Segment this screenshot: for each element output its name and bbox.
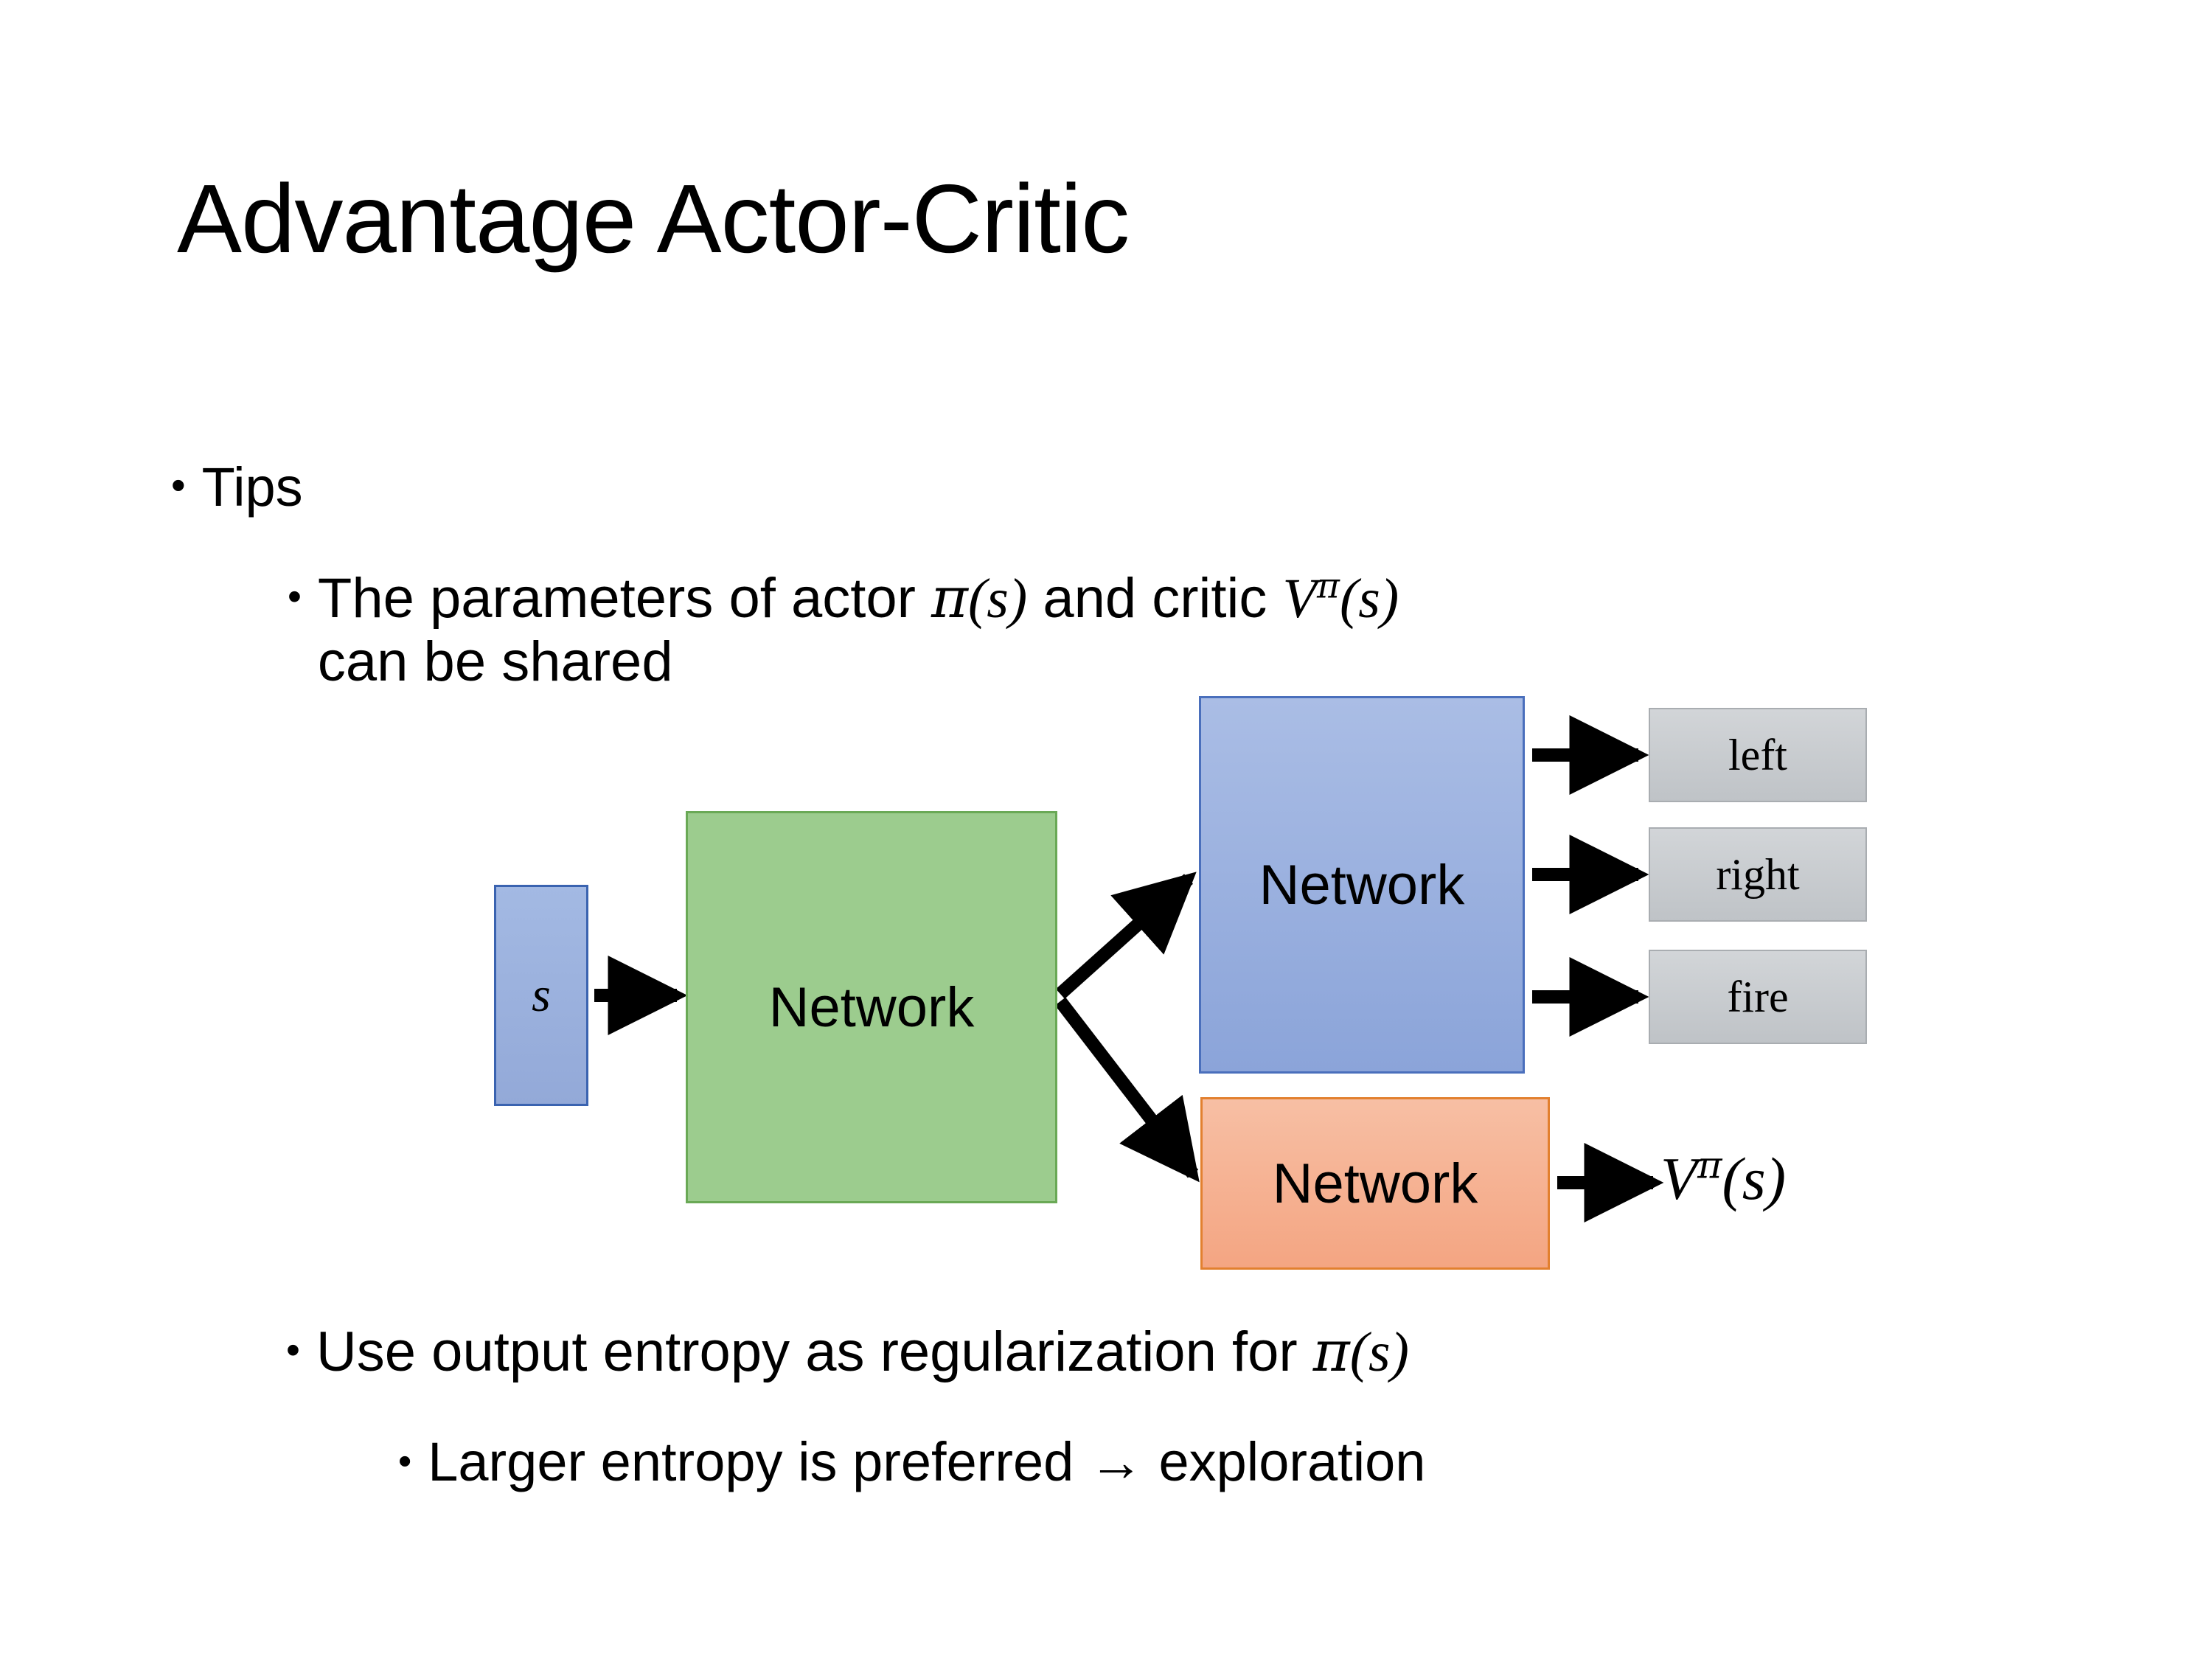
params-middle: and critic — [1027, 567, 1283, 630]
bullet-dot-icon: • — [288, 574, 302, 619]
bullet-dot-icon: • — [171, 462, 186, 508]
arrow-shared-to-critic — [1054, 997, 1200, 1183]
shared-network-label: Network — [768, 975, 975, 1039]
params-prefix: The parameters of actor — [317, 567, 932, 630]
critic-v-math: Vπ(s) — [1282, 566, 1399, 630]
entropy-pi-math: π(s) — [1312, 1318, 1409, 1384]
entropy-prefix: Use output entropy as regularization for — [316, 1321, 1313, 1383]
bullet-entropy-text: Use output entropy as regularization for… — [316, 1320, 1409, 1384]
bullet-larger-entropy-label: Larger entropy is preferred → exploratio… — [428, 1431, 1426, 1492]
bullet-dot-icon: • — [398, 1440, 412, 1483]
critic-network-box: Network — [1200, 1097, 1550, 1270]
state-input-label: s — [532, 968, 551, 1022]
actor-network-box: Network — [1199, 696, 1525, 1074]
bullet-shared-parameters: • The parameters of actor π(s) and criti… — [288, 566, 2020, 693]
action-box-fire: fire — [1649, 950, 1867, 1044]
bullet-dot-icon: • — [286, 1328, 300, 1372]
shared-network-box: Network — [686, 811, 1057, 1203]
bullet-larger-entropy: • Larger entropy is preferred → explorat… — [398, 1431, 1426, 1493]
critic-output-label: Vπ(s) — [1660, 1143, 1787, 1212]
actor-pi-math: π(s) — [931, 565, 1028, 630]
bullet-tips-label: Tips — [201, 456, 303, 518]
params-line2: can be shared — [317, 630, 673, 694]
actor-network-label: Network — [1259, 853, 1465, 917]
bullet-shared-parameters-text: The parameters of actor π(s) and critic … — [318, 566, 1399, 693]
action-label-right: right — [1716, 849, 1800, 899]
action-box-right: right — [1649, 827, 1867, 922]
arrow-shared-to-actor — [1055, 872, 1197, 999]
action-label-fire: fire — [1727, 972, 1789, 1021]
critic-network-label: Network — [1272, 1152, 1478, 1215]
action-box-left: left — [1649, 708, 1867, 802]
state-input-box: s — [494, 885, 588, 1106]
action-label-left: left — [1728, 730, 1787, 779]
bullet-tips: • Tips — [171, 456, 303, 518]
bullet-entropy-regularization: • Use output entropy as regularization f… — [286, 1320, 1409, 1384]
page-title: Advantage Actor-Critic — [177, 164, 1130, 273]
